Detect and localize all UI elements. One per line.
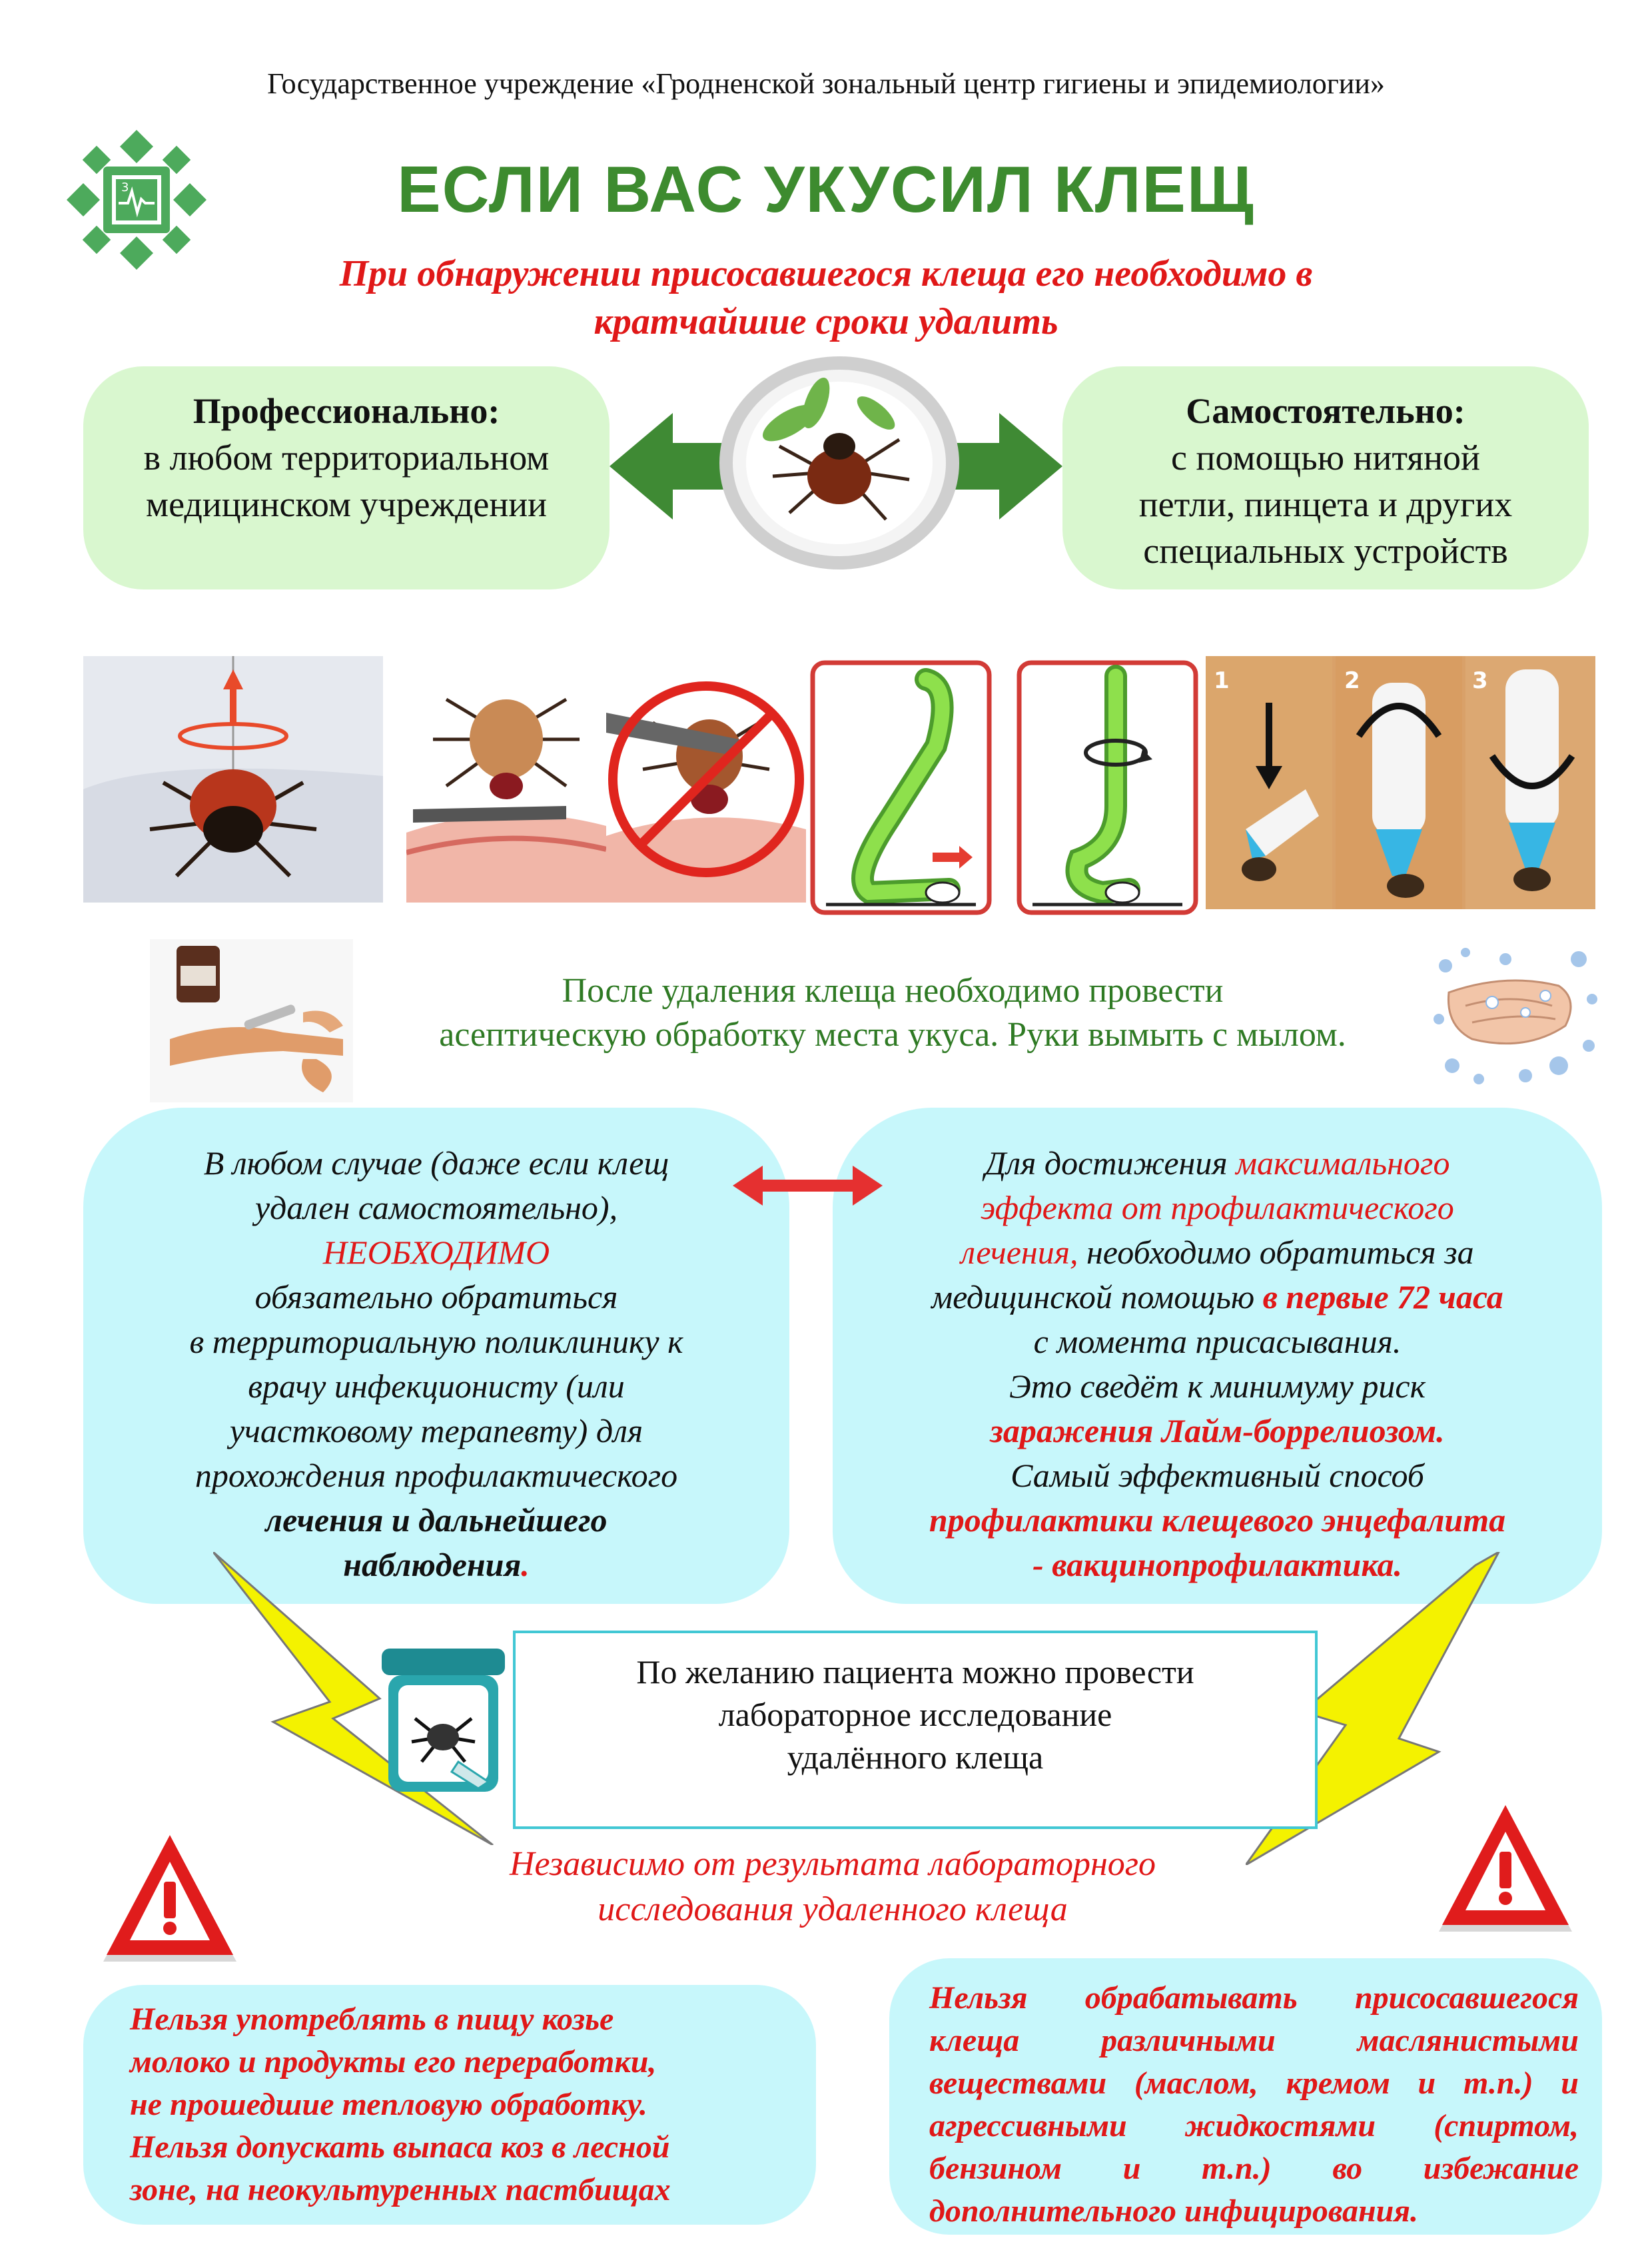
page-title: ЕСЛИ ВАС УКУСИЛ КЛЕЩ xyxy=(397,153,1255,226)
thread-loop-photo xyxy=(83,656,383,903)
step-number-1: 1 xyxy=(1214,667,1230,694)
warn-left-line-3: не прошедшие тепловую обработку. xyxy=(130,2087,647,2122)
organization-name: Государственное учреждение «Гродненской … xyxy=(267,67,1385,100)
antiseptic-treatment-icon xyxy=(150,939,353,1102)
subtitle-line-2: кратчайшие сроки удалить xyxy=(594,301,1058,342)
tick-oval-icon xyxy=(719,356,959,569)
left-line-7: участковому терапевту) для xyxy=(229,1412,643,1449)
self-option-box: Самостоятельно: с помощью нитяной петли,… xyxy=(1062,366,1589,589)
right-line-4b-72-hours: в первые 72 часа xyxy=(1262,1278,1503,1316)
lab-test-box: По желанию пациента можно провести лабор… xyxy=(513,1631,1318,1829)
right-line-10: - вакцинопрофилактика. xyxy=(1032,1546,1402,1583)
tweezers-wrong-image xyxy=(606,656,806,903)
self-heading: Самостоятельно: xyxy=(1186,391,1465,431)
right-line-4a: медицинской помощью xyxy=(931,1278,1263,1316)
lab-line-3: удалённого клеща xyxy=(787,1738,1044,1776)
warn-right-line-4: агрессивными жидкостями (спиртом, xyxy=(929,2108,1579,2143)
tweezers-correct-image xyxy=(406,659,606,903)
warn-right-line-1: Нельзя обрабатывать присосавшегося xyxy=(929,1980,1579,2016)
lightning-bolt-left-icon xyxy=(213,1552,494,1845)
left-line-9: лечения и дальнейшего xyxy=(265,1501,608,1539)
professional-heading: Профессионально: xyxy=(193,391,500,431)
warn-right-line-3: веществами (маслом, кремом и т.п.) и xyxy=(929,2066,1579,2101)
right-line-9: профилактики клещевого энцефалита xyxy=(929,1501,1506,1539)
right-line-8: Самый эффективный способ xyxy=(1011,1457,1424,1494)
lab-line-2: лабораторное исследование xyxy=(718,1696,1112,1733)
right-line-7: заражения Лайм-боррелиозом. xyxy=(990,1412,1445,1449)
after-line-1: После удаления клеща необходимо провести xyxy=(562,972,1224,1010)
logo-emblem-icon: 3 xyxy=(67,130,206,270)
warn-left-box: Нельзя употреблять в пищу козье молоко и… xyxy=(83,1985,816,2225)
right-line-5: с момента присасывания. xyxy=(1033,1323,1402,1360)
twister-three-steps-image: 1 2 3 xyxy=(1206,656,1595,909)
independent-line-2: исследования удаленного клеща xyxy=(598,1890,1068,1928)
warning-right-icon xyxy=(1439,1805,1572,1932)
svg-text:3: 3 xyxy=(121,181,129,194)
warn-left-line-4: Нельзя допускать выпаса коз в лесной xyxy=(130,2129,670,2165)
independent-text: Независимо от результата лабораторного и… xyxy=(433,1842,1232,1932)
warn-left-line-2: молоко и продукты его переработки, xyxy=(130,2044,657,2079)
left-line-1: В любом случае (даже если клещ xyxy=(203,1144,669,1182)
left-line-5: в территориальную поликлинику к xyxy=(189,1323,683,1360)
right-line-6: Это сведёт к минимуму риск xyxy=(1009,1367,1426,1405)
left-line-6: врачу инфекционисту (или xyxy=(248,1367,625,1405)
self-line-2: петли, пинцета и других xyxy=(1138,484,1513,524)
warn-right-line-2: клеща различными маслянистыми xyxy=(929,2023,1579,2058)
warn-right-line-6: дополнительного инфицирования. xyxy=(929,2193,1419,2229)
lab-jar-icon xyxy=(382,1649,505,1792)
warn-right-box: Нельзя обрабатывать присосавшегося клеща… xyxy=(889,1958,1602,2235)
left-line-8: прохождения профилактического xyxy=(195,1457,678,1494)
right-line-1a: Для достижения xyxy=(985,1144,1236,1182)
hook-tool-step-1-image xyxy=(810,660,992,915)
red-double-arrow-icon xyxy=(733,1166,883,1206)
warning-left-icon xyxy=(103,1835,236,1962)
left-line-10-dot: . xyxy=(521,1546,530,1583)
after-line-2: асептическую обработку места укуса. Руки… xyxy=(439,1016,1346,1054)
self-line-1: с помощью нитяной xyxy=(1171,438,1480,478)
left-line-2: удален самостоятельно), xyxy=(254,1189,618,1226)
subtitle-line-1: При обнаружении присосавшегося клеща его… xyxy=(339,253,1313,294)
right-line-2: эффекта от профилактического xyxy=(981,1189,1454,1226)
lab-line-1: По желанию пациента можно провести xyxy=(636,1653,1194,1691)
hands-washing-icon xyxy=(1434,948,1597,1084)
left-line-3-necessary: НЕОБХОДИМО xyxy=(322,1234,550,1271)
right-line-3b: необходимо обратиться за xyxy=(1078,1234,1474,1271)
right-info-box: Для достижения максимального эффекта от … xyxy=(833,1108,1602,1604)
step-number-3: 3 xyxy=(1472,667,1488,694)
warn-right-line-5: бензином и т.п.) во избежание xyxy=(929,2151,1579,2186)
independent-line-1: Независимо от результата лабораторного xyxy=(509,1845,1156,1883)
right-line-1b: максимального xyxy=(1236,1144,1450,1182)
right-line-3a: лечения, xyxy=(961,1234,1078,1271)
warn-left-line-5: зоне, на неокультуренных пастбищах xyxy=(130,2172,671,2207)
hook-tool-step-2-image xyxy=(1017,660,1198,915)
step-number-2: 2 xyxy=(1344,667,1360,694)
self-line-3: специальных устройств xyxy=(1143,531,1508,571)
professional-option-box: Профессионально: в любом территориальном… xyxy=(83,366,610,589)
left-info-box: В любом случае (даже если клещ удален са… xyxy=(83,1108,789,1604)
after-removal-text: После удаления клеща необходимо провести… xyxy=(293,969,1492,1057)
professional-line-2: медицинском учреждении xyxy=(145,484,548,524)
warn-left-line-1: Нельзя употреблять в пищу козье xyxy=(130,2002,614,2037)
subtitle: При обнаружении присосавшегося клеща его… xyxy=(200,250,1452,346)
left-line-4: обязательно обратиться xyxy=(254,1278,618,1316)
professional-line-1: в любом территориальном xyxy=(143,438,550,478)
left-line-10: наблюдения xyxy=(343,1546,522,1583)
